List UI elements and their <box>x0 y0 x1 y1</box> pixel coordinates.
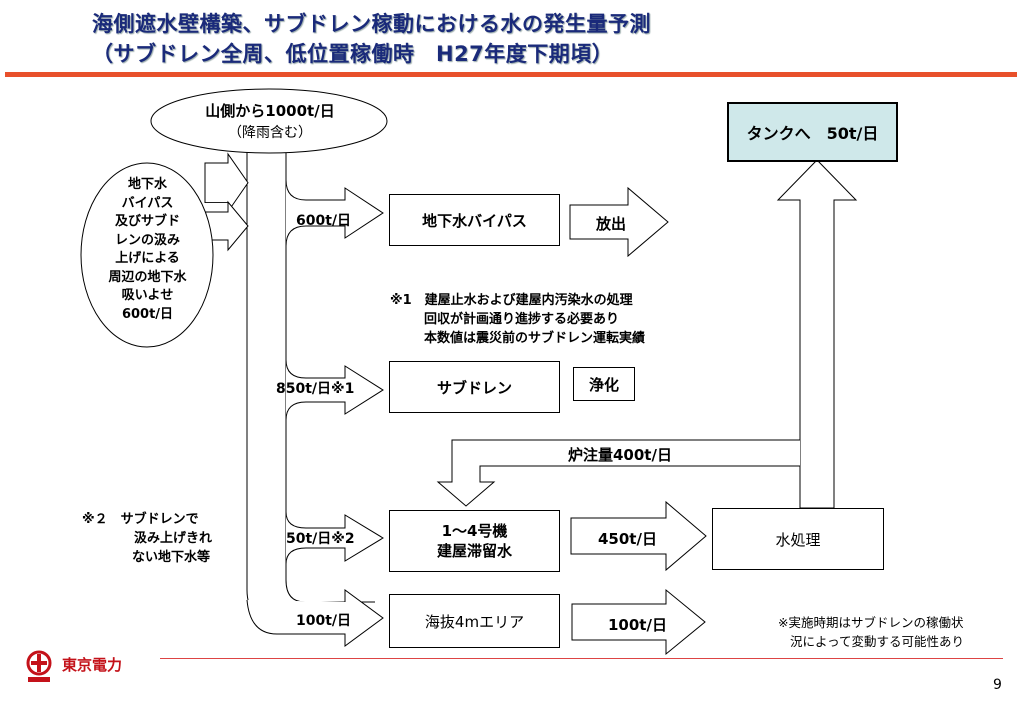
flow-label-to-treatment: 450t/日 <box>598 530 657 548</box>
groundwater-line: バイパス <box>121 195 174 211</box>
groundwater-line: 周辺の地下水 <box>108 269 187 285</box>
title-rule <box>5 72 1017 77</box>
reactor-injection-arrow <box>436 439 800 507</box>
discharge-label: 放出 <box>596 215 627 233</box>
flow-label-bypass: 600t/日 <box>296 213 352 229</box>
note-3-line: 況によって変動する可能性あり <box>790 634 965 649</box>
note-2-line: ない地下水等 <box>132 550 211 565</box>
branch-arrow-subdrain <box>285 359 384 421</box>
branch-arrow-coastal <box>246 589 384 647</box>
bypass-box: 地下水バイパス <box>389 194 560 246</box>
buildings-box: 1～4号機 建屋滞留水 <box>389 510 560 572</box>
groundwater-line: 吸いよせ <box>121 288 174 303</box>
coastal-box: 海抜4mエリア <box>389 594 560 648</box>
coastal-out-arrow <box>571 588 706 656</box>
inflow-arrow-upper <box>204 152 249 214</box>
groundwater-ellipse-text: 地下水 バイパス 及びサブド レンの汲み 上げによる 周辺の地下水 吸いよせ 6… <box>85 176 210 324</box>
flow-label-coastal: 100t/日 <box>296 613 352 629</box>
flow-label-coastal-out: 100t/日 <box>608 616 667 634</box>
buildings-line1: 1～4号機 <box>441 522 508 540</box>
mountain-source-label: 山側から1000t/日 <box>205 102 335 120</box>
note-2-line: 汲み上げきれ <box>134 531 213 546</box>
mountain-source-ellipse <box>150 88 388 154</box>
note-1-line: ※1 建屋止水および建屋内汚染水の処理 <box>390 293 633 308</box>
mountain-source-sublabel: （降雨含む） <box>228 125 312 141</box>
groundwater-line: 地下水 <box>127 177 167 192</box>
company-logo-text: 東京電力 <box>62 656 123 674</box>
groundwater-ellipse <box>80 162 214 348</box>
buildings-line2: 建屋滞留水 <box>436 542 512 560</box>
branch-arrow-bypass <box>285 179 384 247</box>
purify-box: 浄化 <box>573 367 635 401</box>
groundwater-line: 及びサブド <box>114 214 180 229</box>
note-2-line: ※２ サブドレンで <box>82 512 199 527</box>
groundwater-line: 600t/日 <box>121 306 174 322</box>
water-treatment-box: 水処理 <box>712 508 884 570</box>
page-title: 海側遮水壁構築、サブドレン稼動における水の発生量予測 <box>92 12 651 36</box>
tank-up-arrow <box>776 159 858 509</box>
flow-label-subdrain: 850t/日※1 <box>276 381 355 397</box>
flow-label-reactor-injection: 炉注量400t/日 <box>568 446 672 464</box>
note-1: ※1 建屋止水および建屋内汚染水の処理 回収が計画通り進捗する必要あり 本数値は… <box>390 291 645 348</box>
page-number: 9 <box>993 677 1002 693</box>
discharge-arrow <box>569 186 669 258</box>
note-1-line: 回収が計画通り進捗する必要あり <box>424 312 620 327</box>
note-3-line: ※実施時期はサブドレンの稼働状 <box>778 615 964 630</box>
treatment-flow-arrow <box>570 500 707 572</box>
subdrain-box: サブドレン <box>389 361 560 413</box>
note-2: ※２ サブドレンで 汲み上げきれ ない地下水等 <box>82 510 212 567</box>
tepco-logo-icon <box>26 650 52 682</box>
page-subtitle: （サブドレン全周、低位置稼働時 H27年度下期頃） <box>92 42 614 66</box>
groundwater-line: レンの汲み <box>114 232 180 248</box>
note-3: ※実施時期はサブドレンの稼働状 況によって変動する可能性あり <box>778 613 964 651</box>
flow-label-buildings: 50t/日※2 <box>286 531 355 547</box>
note-1-line: 本数値は震災前のサブドレン運転実績 <box>424 331 646 346</box>
groundwater-line: 上げによる <box>115 251 180 266</box>
tank-box: タンクへ 50t/日 <box>727 102 898 162</box>
footer-rule <box>160 658 1003 659</box>
branch-arrow-buildings <box>285 511 384 565</box>
